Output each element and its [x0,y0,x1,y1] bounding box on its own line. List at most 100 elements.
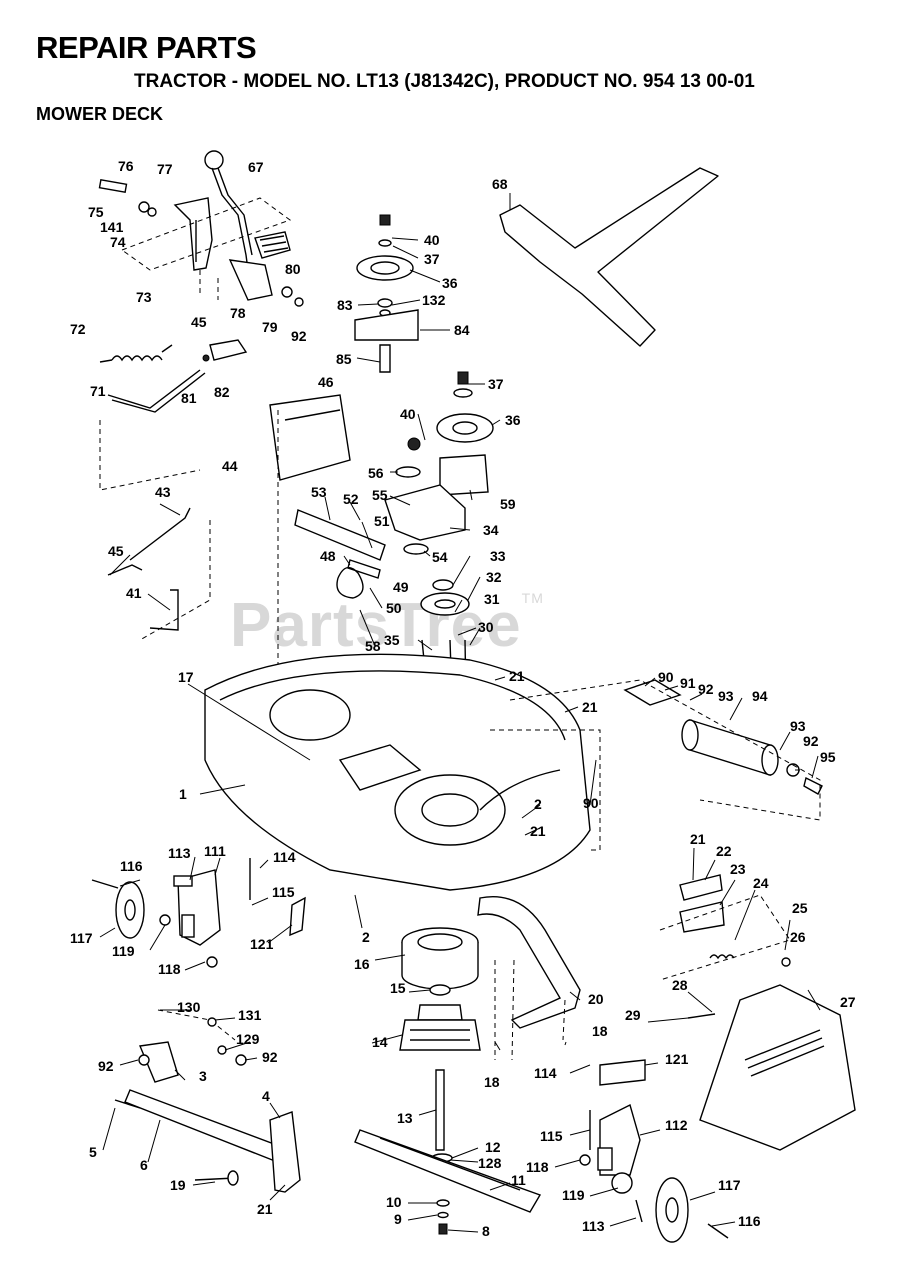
callout-9: 9 [394,1211,402,1227]
page-title: REPAIR PARTS [36,30,257,65]
callout-35: 35 [384,632,400,648]
callout-75: 75 [88,204,104,220]
callout-113-a: 113 [168,845,191,861]
callout-59: 59 [500,496,516,512]
callout-92-d: 92 [98,1058,114,1074]
callout-92-b: 92 [698,681,714,697]
callout-23: 23 [730,861,746,877]
callout-46: 46 [318,374,334,390]
callout-72: 72 [70,321,86,337]
callout-4: 4 [262,1088,270,1104]
section-heading: MOWER DECK [36,104,163,124]
callout-21-d: 21 [690,831,706,847]
callout-114-b: 114 [534,1065,557,1081]
deck-hanger-linkage [114,1009,301,1193]
callout-32: 32 [486,569,502,585]
callout-77: 77 [157,161,173,177]
callout-8: 8 [482,1223,490,1239]
callout-2-a: 2 [534,796,542,812]
callout-115-b: 115 [540,1128,563,1144]
chute-bracket-and-deflector [659,874,856,1151]
callout-132: 132 [422,292,446,308]
callout-55: 55 [372,487,388,503]
callout-82: 82 [214,384,230,400]
callout-54: 54 [432,549,448,565]
callout-45-b: 45 [108,543,124,559]
callout-53: 53 [311,484,327,500]
callout-74: 74 [110,234,126,250]
callout-141: 141 [100,219,124,235]
callout-49: 49 [393,579,409,595]
callout-20: 20 [588,991,604,1007]
callout-11: 11 [511,1172,526,1188]
callout-90-a: 90 [658,669,674,685]
callout-93-b: 93 [790,718,806,734]
callout-14: 14 [372,1034,388,1050]
callout-80: 80 [285,261,301,277]
mower-deck-housing [204,653,601,891]
callout-36-a: 36 [442,275,458,291]
callout-12: 12 [485,1139,501,1155]
callout-79: 79 [262,319,278,335]
callout-25: 25 [792,900,808,916]
callout-21-c: 21 [530,823,546,839]
callout-95: 95 [820,749,836,765]
callout-10: 10 [386,1194,402,1210]
callout-21-b: 21 [582,699,598,715]
callout-21-a: 21 [509,668,525,684]
callout-labels: 76 77 67 75 141 74 73 80 78 79 92 72 45 … [70,158,856,1239]
callout-36-b: 36 [505,412,521,428]
callout-34: 34 [483,522,499,538]
callout-130: 130 [177,999,201,1015]
callout-50: 50 [386,600,402,616]
callout-56: 56 [368,465,384,481]
callout-30: 30 [478,619,494,635]
callout-71: 71 [90,383,106,399]
callout-6: 6 [140,1157,148,1173]
callout-115-a: 115 [272,884,295,900]
callout-78: 78 [230,305,246,321]
callout-131: 131 [238,1007,262,1023]
callout-92-e: 92 [262,1049,278,1065]
deck-bracket [269,394,351,720]
callout-15: 15 [390,980,406,996]
callout-90-b: 90 [583,795,599,811]
callout-37-b: 37 [488,376,504,392]
callout-3: 3 [199,1068,207,1084]
callout-68: 68 [492,176,508,192]
callout-1: 1 [179,786,187,802]
callout-118-a: 118 [158,961,181,977]
callout-129: 129 [236,1031,260,1047]
callout-19: 19 [170,1177,186,1193]
callout-116-b: 116 [738,1213,761,1229]
model-subtitle: TRACTOR - MODEL NO. LT13 (J81342C), PROD… [134,71,755,92]
callout-67: 67 [248,159,264,175]
callout-2-b: 2 [362,929,370,945]
callout-18-a: 18 [592,1023,608,1039]
callout-37-a: 37 [424,251,440,267]
callout-52: 52 [343,491,359,507]
callout-117-a: 117 [70,930,93,946]
callout-117-b: 117 [718,1177,741,1193]
callout-58: 58 [365,638,381,654]
callout-13: 13 [397,1110,413,1126]
callout-43: 43 [155,484,171,500]
callout-121-b: 121 [665,1051,689,1067]
callout-111: 111 [204,843,226,859]
callout-83: 83 [337,297,353,313]
gauge-wheel-left [91,858,306,968]
callout-114-a: 114 [273,849,296,865]
callout-92-a: 92 [291,328,307,344]
anti-scalp-roller [509,679,823,821]
callout-26: 26 [790,929,806,945]
callout-93-a: 93 [718,688,734,704]
idler-pulley-stack-upper [354,214,419,373]
leader-lines [92,160,821,1233]
callout-119-a: 119 [112,943,135,959]
callout-29: 29 [625,1007,641,1023]
callout-33: 33 [490,548,506,564]
callout-44: 44 [222,458,238,474]
callout-113-b: 113 [582,1218,605,1234]
callout-128: 128 [478,1155,502,1171]
